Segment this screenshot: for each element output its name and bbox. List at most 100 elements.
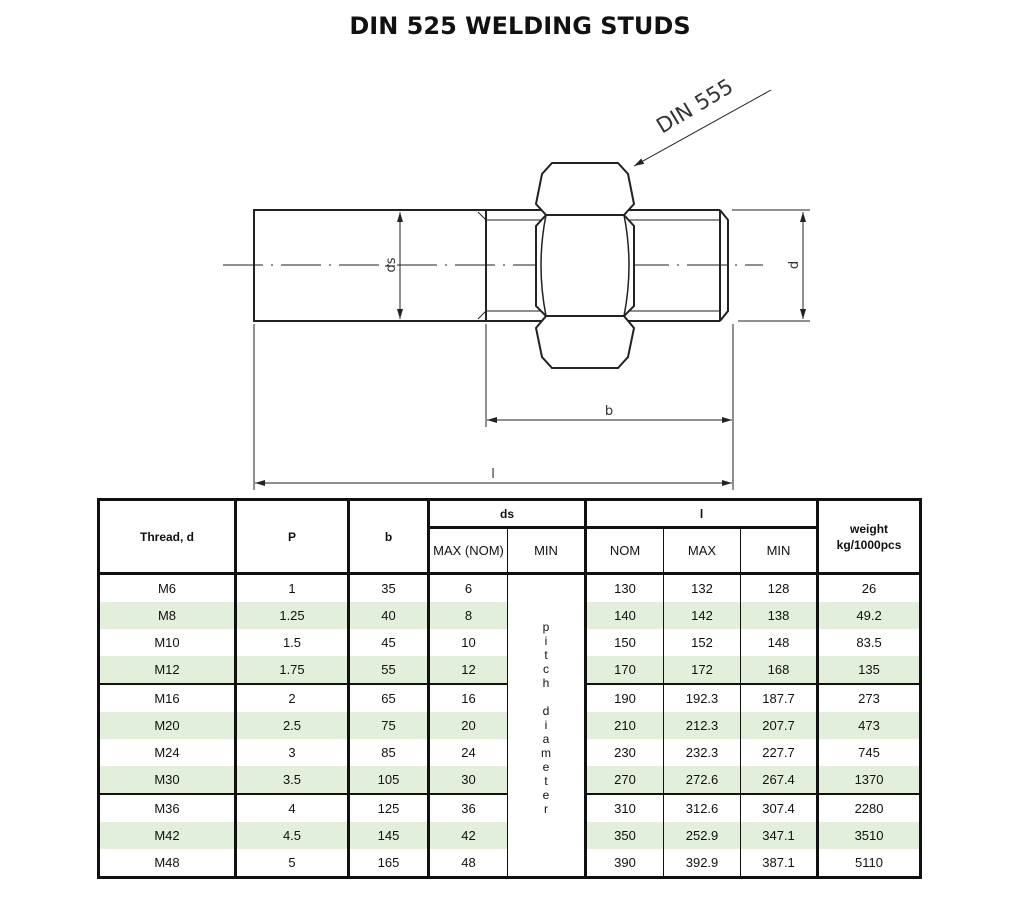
cell-b: 35 xyxy=(347,573,430,602)
cell-b: 165 xyxy=(347,849,430,878)
cell-l-nom: 390 xyxy=(584,849,665,878)
cell-ds-max: 10 xyxy=(427,629,508,656)
cell-pitch: 2 xyxy=(234,684,350,712)
cell-l-min: 347.1 xyxy=(740,822,820,849)
cell-l-max: 212.3 xyxy=(663,712,742,739)
cell-l-nom: 310 xyxy=(584,794,665,822)
header-ds-min: MIN xyxy=(506,527,588,574)
vertical-letter: d xyxy=(542,703,550,718)
cell-thread: M8 xyxy=(97,602,237,629)
header-weight-line2: kg/1000pcs xyxy=(836,537,902,552)
cell-l-nom: 150 xyxy=(584,629,665,656)
vertical-letter: r xyxy=(544,801,548,816)
cell-weight: 49.2 xyxy=(816,602,923,629)
cell-l-nom: 270 xyxy=(584,766,665,795)
header-l-nom: NOM xyxy=(584,527,665,574)
cell-l-max: 192.3 xyxy=(663,684,742,712)
cell-weight: 26 xyxy=(816,573,923,602)
cell-l-max: 152 xyxy=(663,629,742,656)
cell-pitch: 1.75 xyxy=(234,656,350,685)
cell-pitch: 4 xyxy=(234,794,350,822)
cell-ds-max: 42 xyxy=(427,822,508,849)
vertical-letter: h xyxy=(542,675,550,690)
cell-thread: M30 xyxy=(97,766,237,795)
vertical-letter: i xyxy=(544,633,548,648)
cell-weight: 5110 xyxy=(816,849,923,878)
cell-thread: M10 xyxy=(97,629,237,656)
cell-l-nom: 170 xyxy=(584,656,665,685)
cell-l-min: 138 xyxy=(740,602,820,629)
header-weight-line1: weight xyxy=(850,521,889,536)
cell-pitch: 1.25 xyxy=(234,602,350,629)
cell-l-min: 307.4 xyxy=(740,794,820,822)
cell-pitch: 1 xyxy=(234,573,350,602)
cell-thread: M6 xyxy=(97,573,237,602)
cell-ds-max: 8 xyxy=(427,602,508,629)
cell-l-nom: 350 xyxy=(584,822,665,849)
cell-l-min: 168 xyxy=(740,656,820,685)
cell-b: 40 xyxy=(347,602,430,629)
vertical-letter: i xyxy=(544,717,548,732)
cell-weight: 1370 xyxy=(816,766,923,795)
din555-callout: DIN 555 xyxy=(652,74,737,138)
header-l-max: MAX xyxy=(663,527,742,574)
d-dimension-label: d xyxy=(787,261,802,269)
header-l: l xyxy=(584,499,820,529)
cell-l-max: 172 xyxy=(663,656,742,685)
vertical-letter xyxy=(508,690,584,704)
header-thread: Thread, d xyxy=(97,499,237,574)
cell-ds-max: 30 xyxy=(427,766,508,795)
cell-weight: 473 xyxy=(816,712,923,739)
vertical-letter: a xyxy=(542,731,550,746)
cell-thread: M48 xyxy=(97,849,237,878)
cell-ds-max: 48 xyxy=(427,849,508,878)
cell-weight: 2280 xyxy=(816,794,923,822)
cell-b: 125 xyxy=(347,794,430,822)
stud-technical-drawing: ds d b l DIN 555 xyxy=(223,74,810,490)
cell-thread: M12 xyxy=(97,656,237,685)
vertical-letter: m xyxy=(541,745,551,760)
cell-weight: 83.5 xyxy=(816,629,923,656)
cell-pitch: 5 xyxy=(234,849,350,878)
cell-l-min: 148 xyxy=(740,629,820,656)
header-pitch: P xyxy=(234,499,350,574)
cell-thread: M16 xyxy=(97,684,237,712)
cell-l-nom: 140 xyxy=(584,602,665,629)
cell-l-nom: 190 xyxy=(584,684,665,712)
cell-l-max: 392.9 xyxy=(663,849,742,878)
cell-b: 45 xyxy=(347,629,430,656)
cell-thread: M20 xyxy=(97,712,237,739)
cell-l-nom: 130 xyxy=(584,573,665,602)
vertical-letter: e xyxy=(542,787,550,802)
cell-ds-max: 12 xyxy=(427,656,508,685)
cell-pitch: 4.5 xyxy=(234,822,350,849)
cell-l-min: 207.7 xyxy=(740,712,820,739)
cell-thread: M36 xyxy=(97,794,237,822)
dimensions-table: Thread, d P b ds l weight kg/1000pcs MAX… xyxy=(97,498,923,879)
cell-pitch: 3 xyxy=(234,739,350,766)
cell-b: 75 xyxy=(347,712,430,739)
l-dimension-label: l xyxy=(491,467,495,482)
b-dimension-label: b xyxy=(605,404,613,419)
header-ds-max: MAX (NOM) xyxy=(427,527,508,574)
cell-ds-max: 24 xyxy=(427,739,508,766)
cell-l-max: 252.9 xyxy=(663,822,742,849)
cell-l-min: 227.7 xyxy=(740,739,820,766)
vertical-letter: e xyxy=(542,759,550,774)
page-title: DIN 525 WELDING STUDS xyxy=(349,12,691,40)
cell-l-nom: 210 xyxy=(584,712,665,739)
ds-dimension-label: ds xyxy=(384,257,399,272)
vertical-letter: t xyxy=(544,773,548,788)
cell-ds-max: 36 xyxy=(427,794,508,822)
cell-l-max: 312.6 xyxy=(663,794,742,822)
cell-b: 85 xyxy=(347,739,430,766)
cell-l-min: 128 xyxy=(740,573,820,602)
